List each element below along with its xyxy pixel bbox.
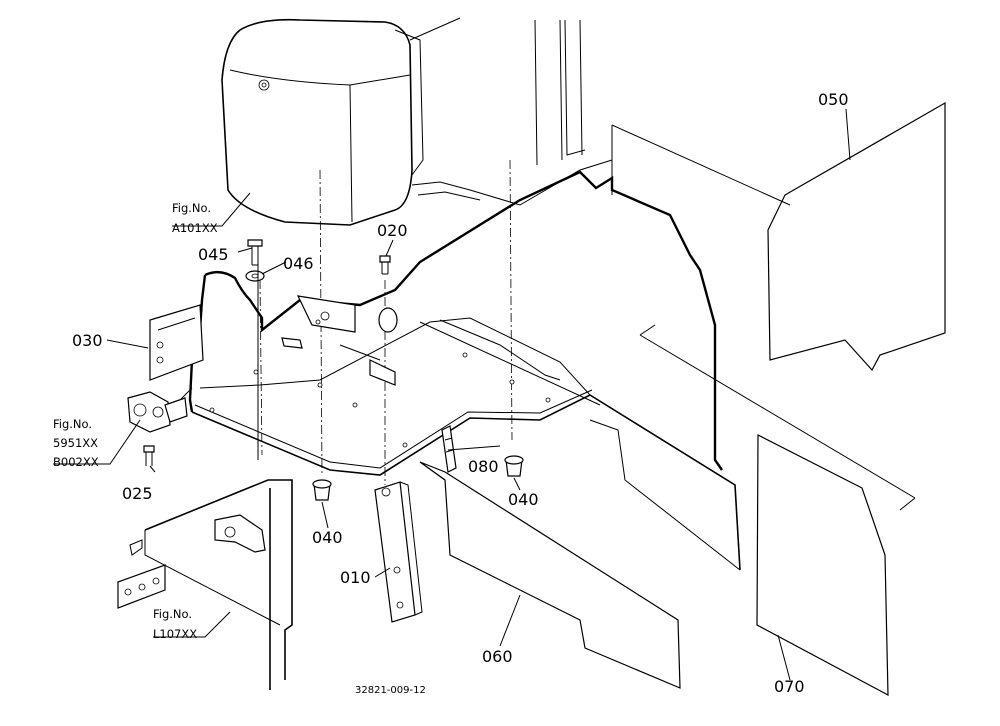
grommet-040-left <box>312 479 332 501</box>
part-labels: 010 020 025 030 040 040 045 046 050 060 … <box>72 90 849 696</box>
grommet-040-right <box>504 455 524 477</box>
bolt-020 <box>379 255 391 275</box>
main-bracket-plate <box>149 170 741 571</box>
bolt-025 <box>143 445 155 466</box>
part-label-046: 046 <box>283 254 314 273</box>
svg-text:Fig.No.: Fig.No. <box>53 417 92 431</box>
strip-080 <box>441 425 457 473</box>
valve-assembly <box>127 387 193 433</box>
part-label-010: 010 <box>340 568 371 587</box>
panel-060 <box>419 419 681 689</box>
panel-070 <box>756 434 889 697</box>
svg-text:A101XX: A101XX <box>172 221 218 235</box>
svg-text:L107XX: L107XX <box>153 627 197 641</box>
leader-lines <box>53 108 851 681</box>
part-label-060: 060 <box>482 647 513 666</box>
part-label-050: 050 <box>818 90 849 109</box>
svg-text:B002XX: B002XX <box>53 455 99 469</box>
svg-text:Fig.No.: Fig.No. <box>172 201 211 215</box>
panel-050 <box>767 101 946 372</box>
part-label-020: 020 <box>377 221 408 240</box>
bolt-045 <box>247 239 263 266</box>
figure-ref-l107: Fig.No. L107XX <box>153 607 197 641</box>
figure-ref-a101: Fig.No. A101XX <box>172 201 218 235</box>
part-label-040-left: 040 <box>312 528 343 547</box>
drawing-code: 32821-009-12 <box>355 685 426 696</box>
part-label-045: 045 <box>198 245 229 264</box>
part-label-025: 025 <box>122 484 153 503</box>
washer-046 <box>245 270 265 282</box>
rear-panel-outline <box>611 124 916 571</box>
part-label-040-right: 040 <box>508 490 539 509</box>
part-label-080: 080 <box>468 457 499 476</box>
svg-text:5951XX: 5951XX <box>53 436 98 450</box>
lower-frame <box>117 260 293 690</box>
part-label-070: 070 <box>774 677 805 696</box>
bracket-010 <box>374 481 423 623</box>
tank-housing <box>221 17 613 226</box>
svg-text:Fig.No.: Fig.No. <box>153 607 192 621</box>
figure-ref-5951: Fig.No. 5951XX B002XX <box>53 417 99 469</box>
part-label-030: 030 <box>72 331 103 350</box>
